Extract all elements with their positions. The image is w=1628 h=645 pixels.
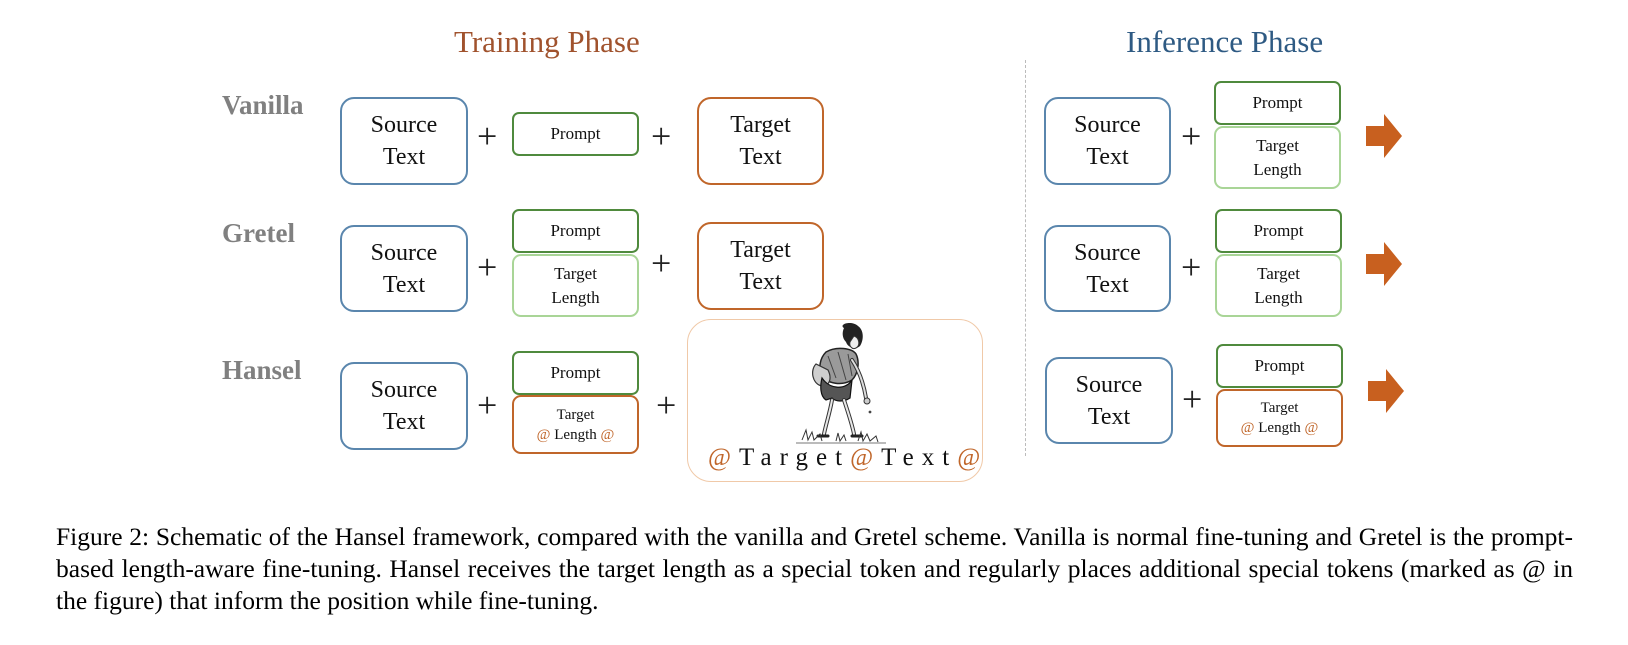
hansel-train-prompt-box: Prompt bbox=[512, 351, 639, 395]
vanilla-infer-prompt-box: Prompt bbox=[1214, 81, 1341, 125]
phase-divider bbox=[1025, 60, 1026, 456]
plus-sign: + bbox=[651, 243, 672, 283]
gretel-train-prompt-box: Prompt bbox=[512, 209, 639, 253]
plus-sign: + bbox=[477, 116, 498, 156]
training-phase-title: Training Phase bbox=[454, 24, 640, 59]
vanilla-train-prompt-box: Prompt bbox=[512, 112, 639, 156]
hansel-target-image-box: @Target@Text@ bbox=[687, 319, 983, 482]
row-label-gretel: Gretel bbox=[222, 218, 295, 248]
output-arrow-icon bbox=[1366, 114, 1402, 158]
hansel-infer-prompt-box: Prompt bbox=[1216, 344, 1343, 388]
child-dropping-breadcrumbs-illustration bbox=[796, 322, 886, 444]
gretel-infer-prompt-box: Prompt bbox=[1215, 209, 1342, 253]
plus-sign: + bbox=[656, 385, 677, 425]
plus-sign: + bbox=[651, 116, 672, 156]
plus-sign: + bbox=[1181, 247, 1202, 287]
output-arrow-icon bbox=[1366, 242, 1402, 286]
figure-caption: Figure 2: Schematic of the Hansel framew… bbox=[56, 522, 1573, 615]
row-label-vanilla: Vanilla bbox=[222, 90, 304, 120]
plus-sign: + bbox=[477, 385, 498, 425]
hansel-target-text: @Target@Text@ bbox=[708, 444, 989, 471]
output-arrow-icon bbox=[1368, 369, 1404, 413]
plus-sign: + bbox=[477, 247, 498, 287]
hansel-train-length-box: Target @ Length @ bbox=[512, 395, 639, 454]
plus-sign: + bbox=[1181, 116, 1202, 156]
hansel-infer-length-box: Target @ Length @ bbox=[1216, 389, 1343, 447]
inference-phase-title: Inference Phase bbox=[1126, 24, 1324, 59]
row-label-hansel: Hansel bbox=[222, 355, 302, 385]
plus-sign: + bbox=[1182, 379, 1203, 419]
